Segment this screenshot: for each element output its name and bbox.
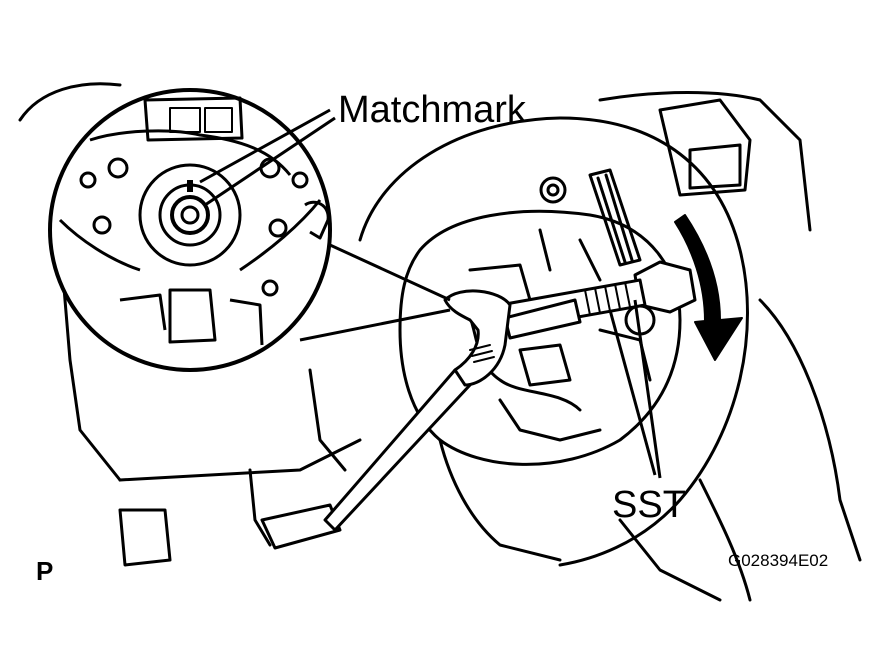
view-code-label: P (36, 556, 53, 586)
detail-magnifier (48, 88, 451, 372)
sst-label: SST (612, 484, 686, 526)
matchmark-label: Matchmark (338, 89, 527, 131)
adjustable-wrench-icon (323, 289, 512, 532)
sst-puller-tool (498, 260, 697, 340)
sst-leaders (608, 299, 662, 479)
figure-id-label: G028394E02 (728, 551, 828, 570)
curved-down-arrow-icon (674, 214, 743, 361)
matchmark-leaders (199, 108, 336, 207)
dashboard-illustration (18, 82, 862, 602)
